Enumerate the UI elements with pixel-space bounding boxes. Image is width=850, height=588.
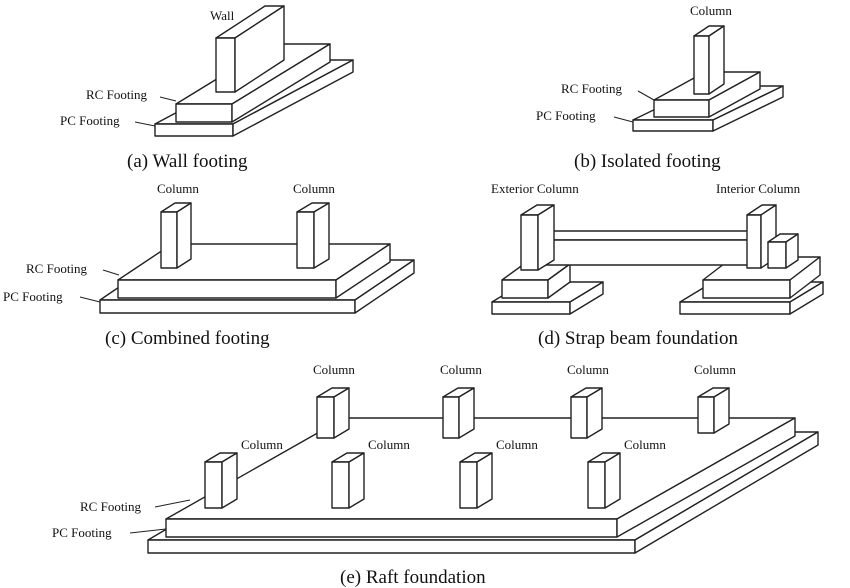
column-right (296, 202, 330, 269)
wall (215, 5, 285, 93)
panel-wall-footing: Wall RC Footing PC Footing (a) Wall foot… (60, 5, 354, 172)
label-rc-footing: RC Footing (26, 261, 88, 276)
leader-rc-footing (637, 90, 655, 101)
column (693, 25, 725, 95)
panel-combined-footing: Column Column RC Footing PC Footing (c) … (3, 181, 415, 349)
raft-column-back-2 (442, 387, 475, 439)
leader-pc-footing (613, 116, 634, 123)
label-column-front-3: Column (496, 437, 538, 452)
column-left (160, 202, 192, 269)
leader-rc-footing (154, 499, 191, 508)
raft-column-front-4 (587, 452, 621, 509)
label-wall: Wall (210, 8, 235, 23)
caption-raft-foundation: (e) Raft foundation (340, 567, 486, 588)
label-column-back-2: Column (440, 362, 482, 377)
caption-strap-beam-foundation: (d) Strap beam foundation (538, 328, 738, 349)
raft-column-back-4 (697, 387, 730, 434)
leader-pc-footing (129, 528, 167, 534)
label-exterior-column: Exterior Column (491, 181, 579, 196)
raft-column-back-1 (316, 387, 350, 439)
exterior-column (520, 204, 555, 271)
leader-rc-footing (102, 269, 120, 276)
label-column-back-1: Column (313, 362, 355, 377)
label-column-right: Column (293, 181, 335, 196)
leader-rc-footing (159, 96, 177, 102)
label-column-front-1: Column (241, 437, 283, 452)
label-rc-footing: RC Footing (561, 81, 623, 96)
label-rc-footing: RC Footing (80, 499, 142, 514)
raft-column-front-2 (331, 452, 365, 509)
raft-column-front-3 (459, 452, 493, 509)
caption-isolated-footing: (b) Isolated footing (574, 151, 721, 172)
panel-strap-beam-foundation: Exterior Column Interior Column (d) Stra… (491, 181, 824, 349)
strap-beam (539, 230, 761, 266)
label-column-back-4: Column (694, 362, 736, 377)
label-column-left: Column (157, 181, 199, 196)
label-pc-footing: PC Footing (3, 289, 63, 304)
caption-combined-footing: (c) Combined footing (105, 328, 270, 349)
label-rc-footing: RC Footing (86, 87, 148, 102)
label-pc-footing: PC Footing (52, 525, 112, 540)
label-column: Column (690, 3, 732, 18)
rc-footing-block (117, 243, 391, 299)
label-interior-column: Interior Column (716, 181, 801, 196)
panel-raft-foundation: Column Column Column Column Column Colum… (52, 362, 819, 588)
caption-wall-footing: (a) Wall footing (127, 151, 248, 172)
leader-pc-footing (134, 121, 156, 127)
leader-pc-footing (79, 296, 101, 303)
label-pc-footing: PC Footing (60, 113, 120, 128)
label-column-front-2: Column (368, 437, 410, 452)
label-column-front-4: Column (624, 437, 666, 452)
label-pc-footing: PC Footing (536, 108, 596, 123)
label-column-back-3: Column (567, 362, 609, 377)
raft-column-back-3 (570, 387, 603, 439)
raft-column-front-1 (204, 452, 238, 509)
interior-pedestal (767, 233, 799, 269)
panel-isolated-footing: Column RC Footing PC Footing (b) Isolate… (536, 3, 784, 172)
